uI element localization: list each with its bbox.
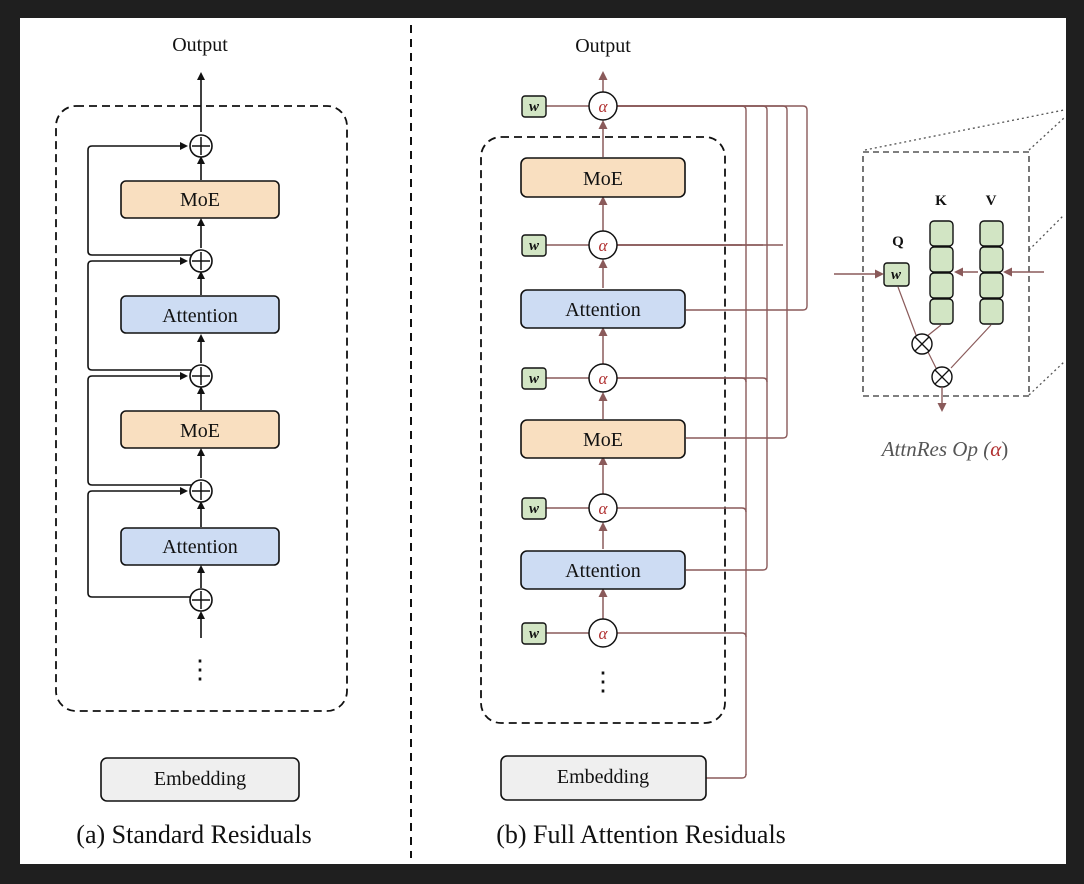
left-skip-connection — [87, 487, 201, 598]
svg-text:α: α — [599, 97, 609, 116]
svg-text:α: α — [599, 236, 609, 255]
svg-text:w: w — [529, 501, 540, 517]
left-caption: (a) Standard Residuals — [76, 820, 311, 849]
left-output-label: Output — [172, 34, 228, 56]
svg-text:Attention: Attention — [162, 536, 238, 558]
svg-text:w: w — [529, 238, 540, 254]
multiply-node — [931, 366, 953, 388]
left-add-node — [189, 249, 213, 273]
left-stack-dashed-box — [55, 105, 348, 712]
left-attention-block: Attention — [120, 295, 280, 334]
w-weight-box: w — [521, 622, 547, 645]
right-moe-block: MoE — [520, 419, 686, 459]
alpha-node: α — [588, 363, 618, 393]
svg-text:Embedding: Embedding — [557, 766, 649, 788]
q-label: Q — [892, 234, 904, 250]
alpha-node: α — [588, 230, 618, 260]
panel-full-attention-residuals: Output — [480, 35, 808, 849]
key-vector-stack — [929, 220, 954, 325]
attnres-caption: AttnRes Op (α) — [880, 437, 1009, 461]
k-label: K — [935, 193, 947, 209]
svg-text:w: w — [891, 267, 902, 283]
w-alpha-links — [546, 105, 589, 634]
alpha-node: α — [588, 91, 618, 121]
right-attention-block: Attention — [520, 289, 686, 329]
left-ellipsis: ⋮ — [187, 655, 213, 684]
right-caption: (b) Full Attention Residuals — [496, 820, 786, 849]
right-output-label: Output — [575, 35, 631, 57]
w-weight-box: w — [521, 234, 547, 257]
svg-text:w: w — [529, 626, 540, 642]
svg-text:MoE: MoE — [180, 189, 220, 211]
right-attention-block: Attention — [520, 550, 686, 590]
right-embedding-block: Embedding — [500, 755, 707, 801]
svg-text:Attention: Attention — [162, 305, 238, 327]
panel-standard-residuals: Output MoE Attention — [55, 34, 348, 849]
svg-text:MoE: MoE — [583, 168, 623, 190]
query-w-box: w — [883, 262, 910, 287]
w-weight-box: w — [521, 497, 547, 520]
svg-text:Attention: Attention — [565, 299, 641, 321]
value-vector-stack — [979, 220, 1004, 325]
left-add-node — [189, 588, 213, 612]
svg-text:Attention: Attention — [565, 560, 641, 582]
zoom-line — [1028, 214, 1065, 251]
left-embedding-block: Embedding — [100, 757, 300, 802]
right-moe-block: MoE — [520, 157, 686, 198]
inset-dashed-box — [862, 151, 1030, 397]
svg-text:α: α — [599, 624, 609, 643]
left-add-node — [189, 364, 213, 388]
left-moe-block: MoE — [120, 410, 280, 449]
svg-text:MoE: MoE — [180, 420, 220, 442]
left-attention-block: Attention — [120, 527, 280, 566]
attnres-op-inset: Q K V w — [834, 109, 1065, 461]
svg-text:α: α — [599, 499, 609, 518]
residual-feed-lines — [617, 105, 808, 779]
left-add-node — [189, 479, 213, 503]
left-add-node — [189, 134, 213, 158]
w-weight-box: w — [521, 367, 547, 390]
svg-text:α: α — [599, 369, 609, 388]
left-skip-connection — [87, 372, 201, 486]
zoom-line — [864, 109, 1065, 151]
svg-text:Embedding: Embedding — [154, 768, 246, 790]
zoom-line — [1028, 361, 1065, 396]
left-skip-connection — [87, 257, 201, 371]
right-stack-dashed-box — [480, 136, 726, 724]
left-moe-block: MoE — [120, 180, 280, 219]
inset-connections — [897, 286, 992, 369]
left-skip-connection — [87, 142, 201, 256]
w-weight-box: w — [521, 95, 547, 118]
alpha-node: α — [588, 493, 618, 523]
svg-text:MoE: MoE — [583, 429, 623, 451]
multiply-node — [911, 333, 933, 355]
alpha-node: α — [588, 618, 618, 648]
right-ellipsis: ⋮ — [590, 667, 616, 696]
svg-text:w: w — [529, 371, 540, 387]
v-label: V — [986, 193, 997, 209]
svg-text:w: w — [529, 99, 540, 115]
